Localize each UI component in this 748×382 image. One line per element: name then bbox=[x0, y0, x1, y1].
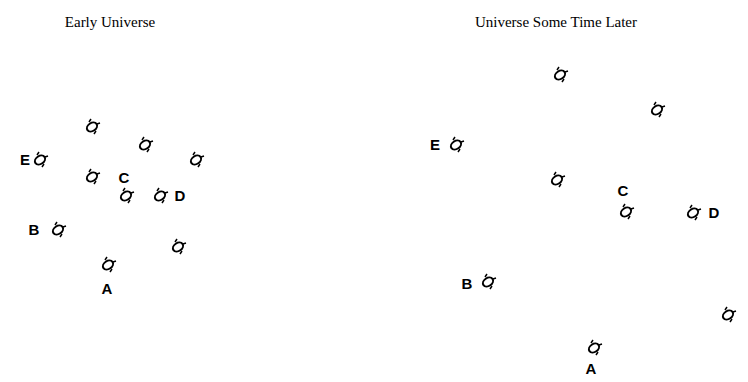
galaxy-label: A bbox=[586, 361, 597, 378]
galaxy-label: D bbox=[175, 188, 186, 205]
galaxy-label: D bbox=[709, 205, 720, 222]
galaxy-label: E bbox=[430, 137, 440, 154]
panel-title: Universe Some Time Later bbox=[475, 14, 637, 31]
panel-title: Early Universe bbox=[65, 14, 155, 31]
galaxy-label: C bbox=[618, 183, 629, 200]
galaxy-label: A bbox=[102, 281, 113, 298]
galaxy-label: B bbox=[462, 276, 473, 293]
galaxy-label: B bbox=[29, 222, 40, 239]
galaxy-label: C bbox=[119, 170, 130, 187]
galaxy-label: E bbox=[20, 152, 30, 169]
